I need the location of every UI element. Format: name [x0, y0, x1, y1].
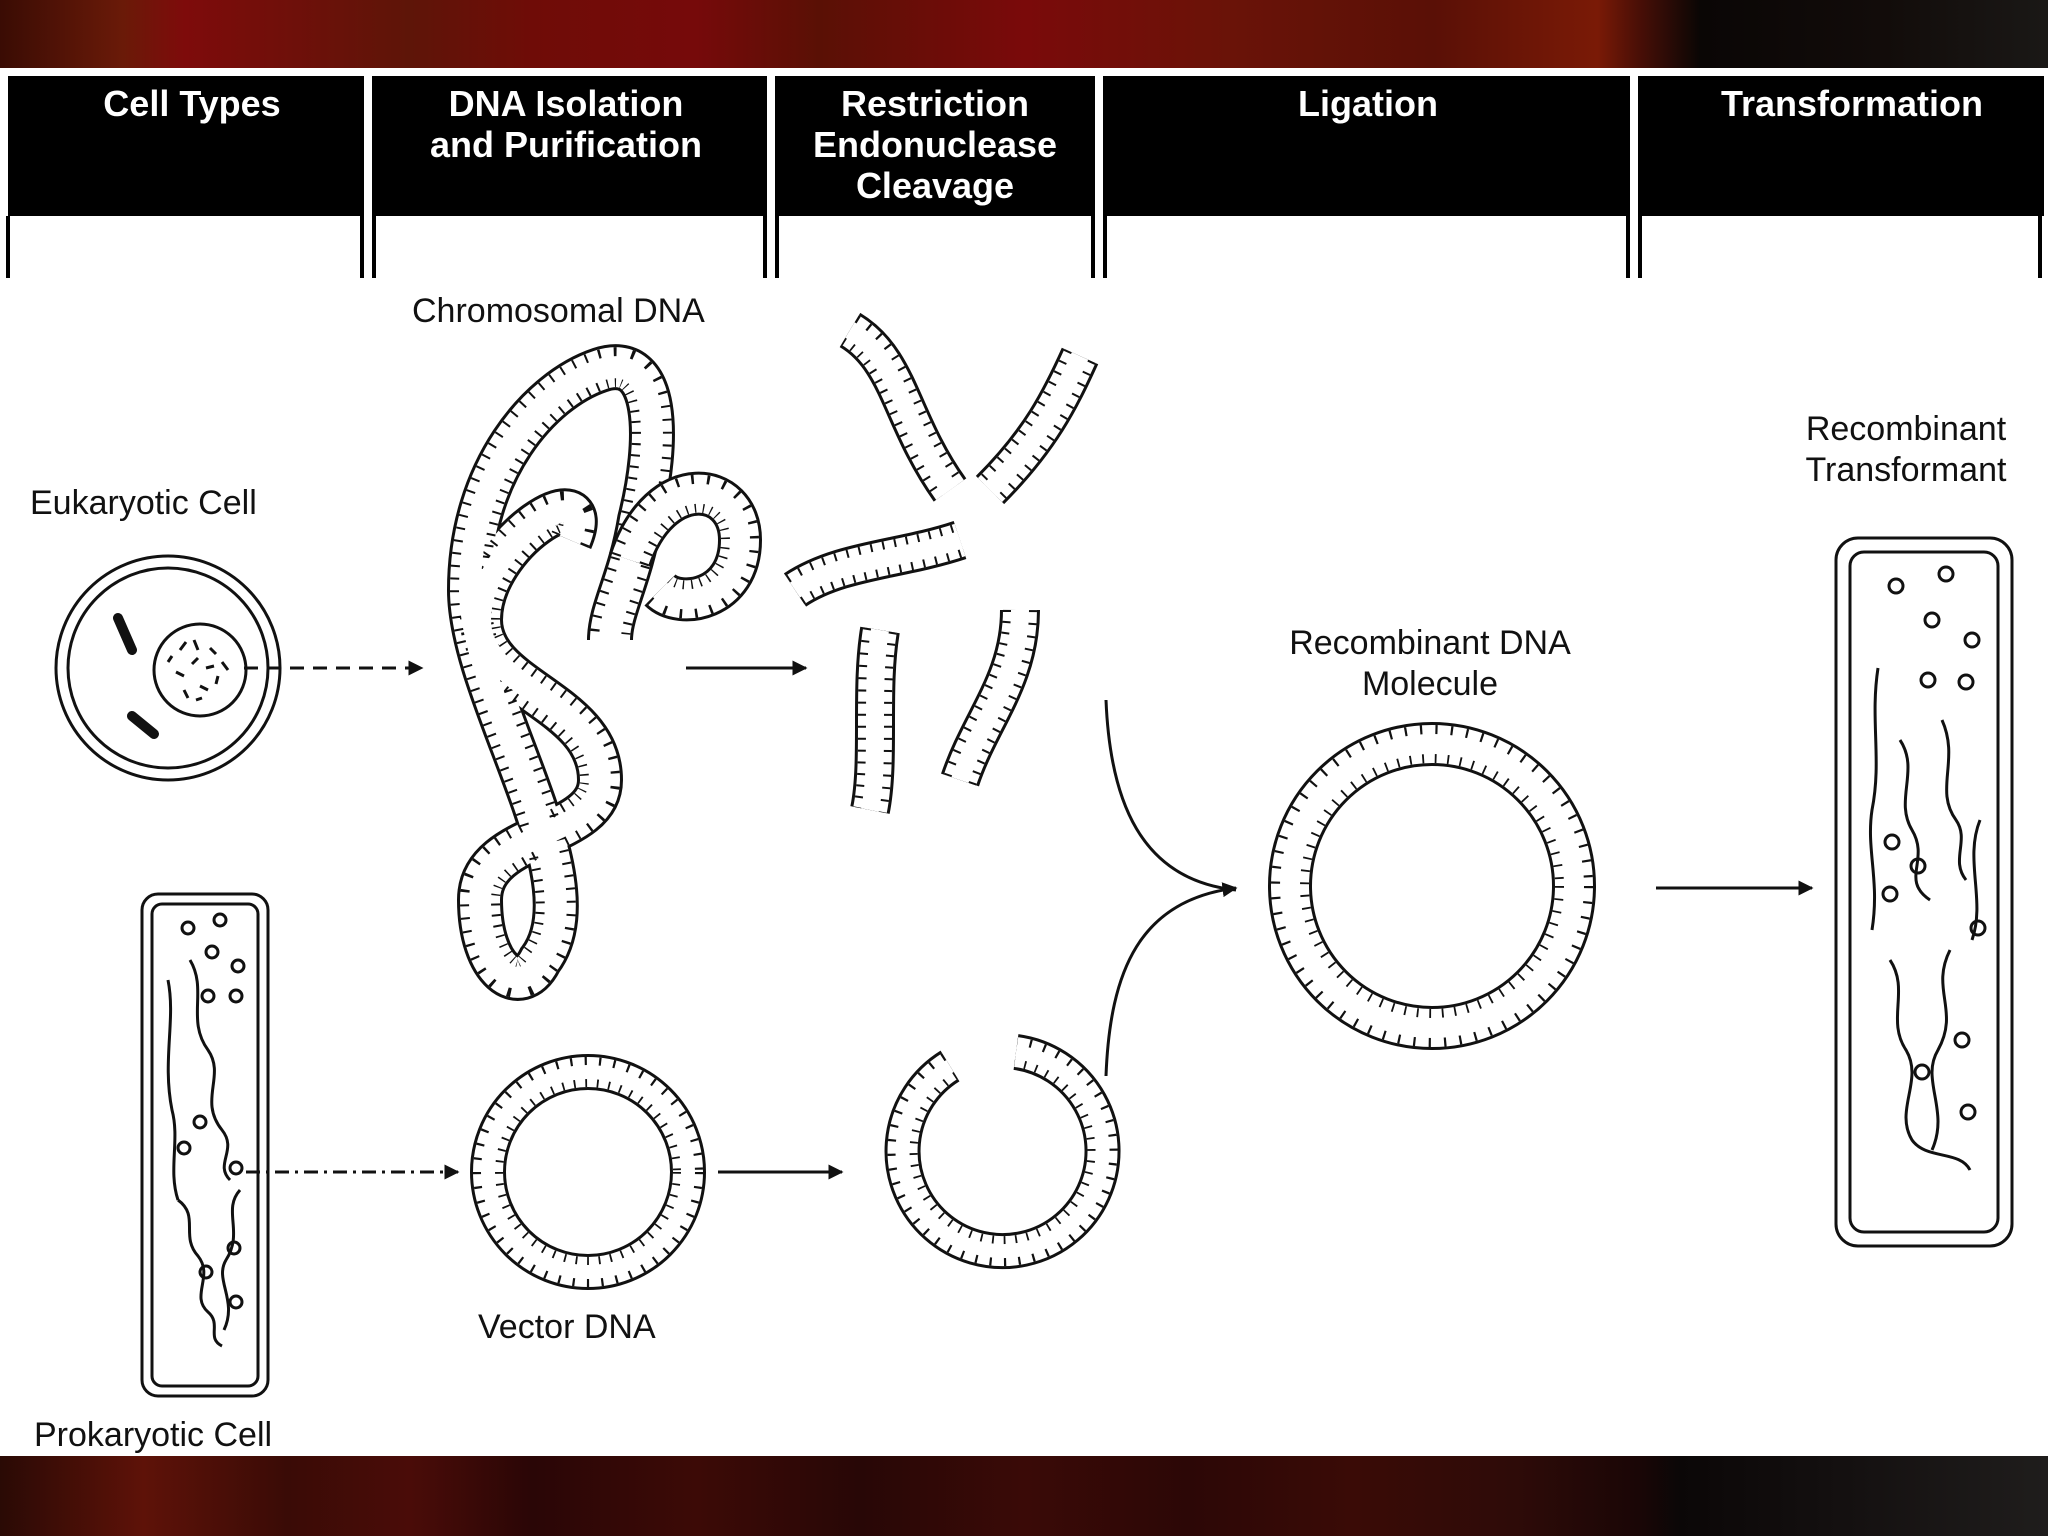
cleaved-vector-drawing — [884, 1034, 1121, 1270]
chromosomal-dna-label: Chromosomal DNA — [412, 292, 705, 330]
vector-dna-label: Vector DNA — [478, 1308, 656, 1346]
prokaryotic-cell-drawing — [140, 892, 270, 1398]
header-cell-types: Cell Types — [103, 83, 280, 124]
top-decorative-band — [0, 0, 2048, 68]
arrow-cleaved-to-ligation — [1104, 882, 1238, 1077]
arrow-fragments-to-ligation — [1104, 699, 1237, 892]
recombinant-dna-ring — [1268, 722, 1596, 1050]
eukaryotic-cell-label: Eukaryotic Cell — [30, 484, 257, 522]
chromosomal-dna-drawing — [446, 344, 763, 1001]
vector-dna-drawing — [470, 1054, 706, 1290]
header-transformation: Transformation — [1721, 83, 1983, 124]
prokaryotic-cell-label: Prokaryotic Cell — [34, 1416, 272, 1454]
dna-fragments-drawing — [783, 312, 1099, 814]
process-arrows — [244, 660, 1814, 1180]
bottom-decorative-band — [0, 1456, 2048, 1536]
header-ligation: Ligation — [1298, 83, 1438, 124]
recombinant-transformant-drawing — [1834, 536, 2014, 1248]
